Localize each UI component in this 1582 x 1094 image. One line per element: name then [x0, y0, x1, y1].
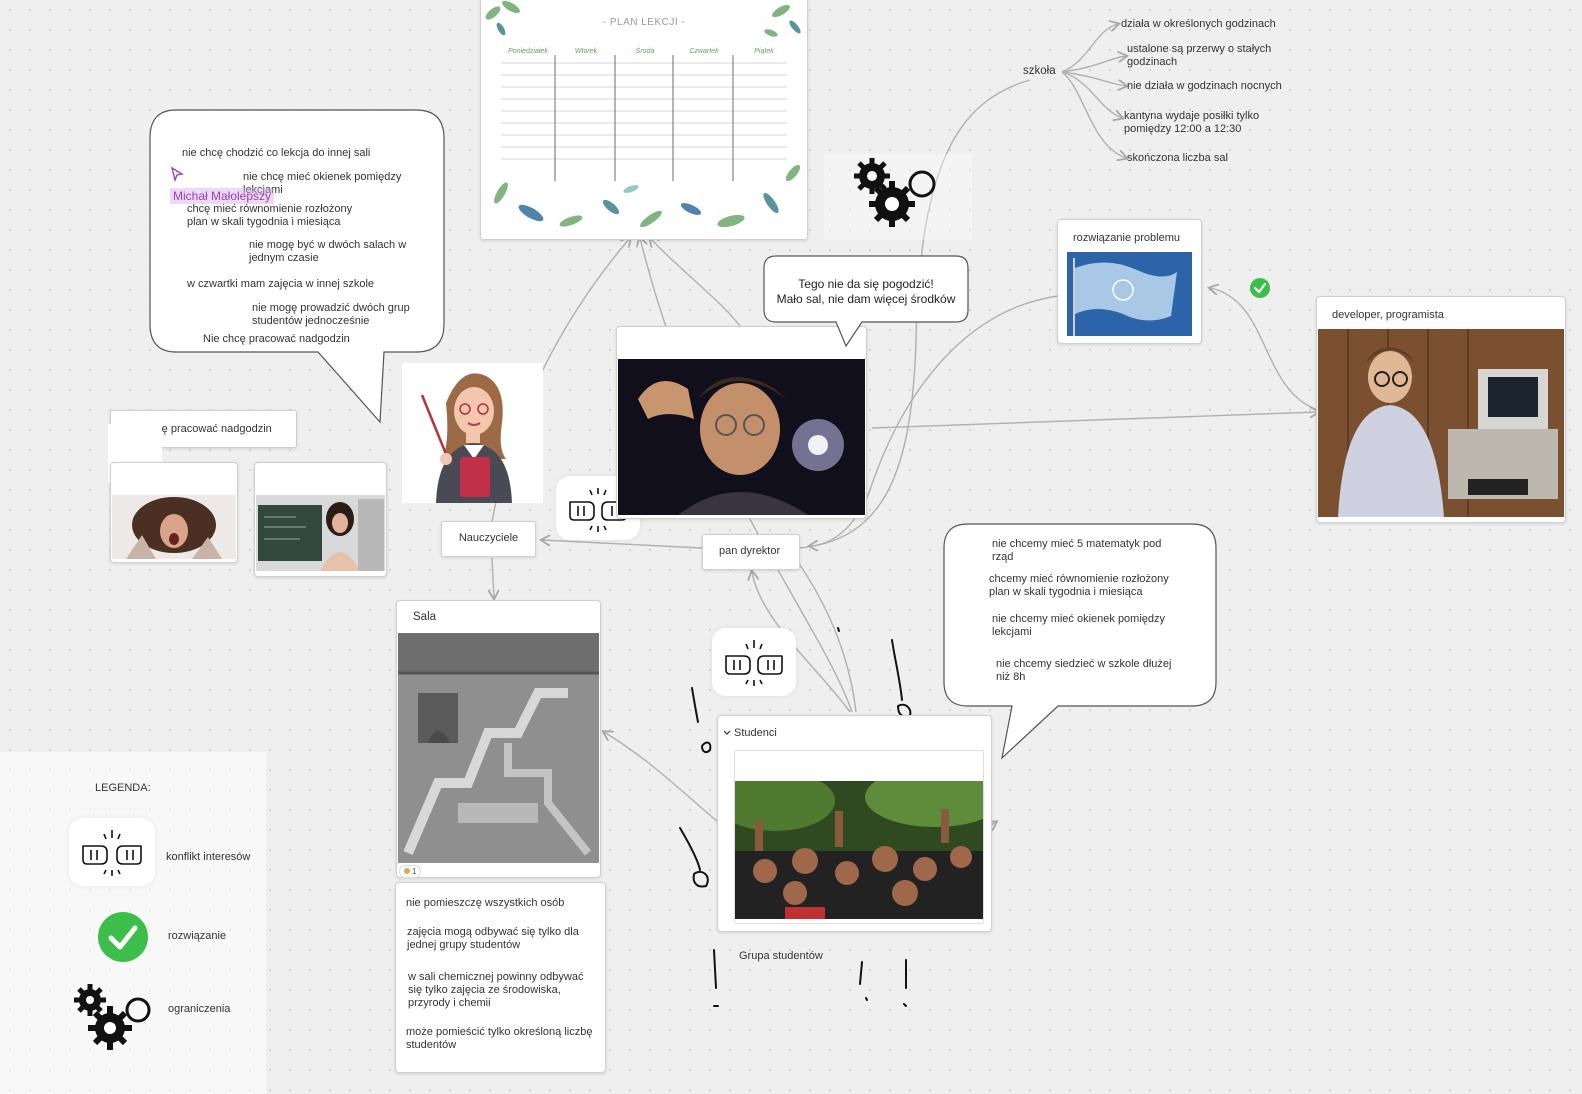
timetable-day-wednesday: Środa	[635, 48, 655, 55]
gears-icon	[824, 154, 972, 240]
teacher-cartoon	[420, 373, 512, 503]
director-speech-text: Tego nie da się pogodzić! Mało sal, nie …	[776, 277, 956, 306]
room-card[interactable]: Sala 1	[396, 600, 601, 878]
leaf-decoration	[485, 0, 801, 228]
collaborator-label: Michał Małolepszy	[170, 188, 275, 204]
teacher-photo-card[interactable]	[254, 462, 387, 577]
teacher-need-4: nie mogę być w dwóch salach w jednym cza…	[249, 239, 407, 264]
students-need-2: chcemy mieć równomienie rozłożony plan w…	[989, 573, 1169, 598]
director-photo	[618, 359, 865, 515]
school-rule-4: kantyna wydaje posiłki tylko pomiędzy 12…	[1124, 110, 1260, 135]
teacher-need-5: w czwartki mam zajęcia w innej szkole	[187, 278, 375, 290]
protest-photo	[735, 781, 983, 919]
students-inner-card[interactable]	[734, 750, 984, 924]
gears-icon	[44, 980, 156, 1058]
school-rule-1: działa w określonych godzinach	[1121, 18, 1276, 30]
room-card-title: Sala	[413, 611, 437, 623]
timetable-day-tuesday: Wtorek	[574, 48, 598, 55]
director-speech-bubble[interactable]	[762, 254, 972, 350]
teacher-need-1: nie chcę chodzić co lekcja do innej sali	[182, 147, 371, 159]
director-node-label: pan dyrektor	[719, 545, 781, 557]
classroom-photo	[256, 495, 385, 571]
cursor-icon	[170, 166, 184, 182]
timetable-card[interactable]: - PLAN LEKCJI - Poniedziałek Wtorek Środ…	[480, 0, 808, 240]
developer-card[interactable]: developer, programista	[1316, 296, 1566, 523]
students-frame[interactable]: Studenci	[717, 715, 992, 932]
check-icon	[1250, 278, 1270, 298]
legend-solution-label: rozwiązanie	[168, 930, 227, 942]
teacher-need-3: chcę mieć równomienie rozłożony plan w s…	[187, 203, 353, 228]
director-image-card[interactable]	[616, 326, 867, 519]
room-note-4: może pomieścić tylko określoną liczbę st…	[406, 1026, 593, 1051]
fist-bump-icon	[69, 818, 155, 886]
students-need-4: nie chcemy siedzieć w szkole dłużej niż …	[996, 658, 1172, 683]
timetable-day-thursday: Czwartek	[689, 48, 719, 55]
school-node[interactable]: szkoła	[1023, 65, 1056, 77]
solution-card-title: rozwiązanie problemu	[1073, 232, 1180, 244]
student-group-label: Grupa studentów	[739, 950, 823, 962]
un-flag-photo	[1067, 252, 1192, 336]
timetable-day-friday: Piątek	[754, 48, 774, 55]
students-frame-title: Studenci	[734, 727, 777, 739]
teachers-node-label: Nauczyciele	[458, 532, 519, 544]
check-icon	[98, 912, 148, 962]
reaction-count: 1	[412, 867, 417, 876]
teacher-illustration[interactable]	[402, 363, 543, 503]
angry-woman-image-card[interactable]	[110, 462, 238, 563]
room-note-2: zajęcia mogą odbywać się tylko dla jedne…	[407, 926, 579, 951]
room-note-3: w sali chemicznej powinny odbywać się ty…	[408, 971, 584, 1009]
teachers-node[interactable]: Nauczyciele	[441, 521, 536, 557]
fist-bump-icon	[712, 628, 796, 696]
timetable-title: - PLAN LEKCJI -	[602, 17, 686, 28]
teacher-speech-bubble[interactable]	[148, 108, 448, 428]
developer-photo	[1318, 329, 1564, 517]
legend-constraints-label: ograniczenia	[168, 1003, 231, 1015]
timetable-day-monday: Poniedziałek	[508, 48, 548, 55]
school-rule-5: skończona liczba sal	[1127, 152, 1228, 164]
school-rule-3: nie działa w godzinach nocnych	[1127, 80, 1282, 92]
reaction-badge[interactable]: 1	[399, 865, 422, 878]
room-note-1: nie pomieszczę wszystkich osób	[406, 897, 565, 909]
legend-conflict-label: konflikt interesów	[166, 851, 251, 863]
room-notes-card[interactable]: nie pomieszczę wszystkich osób zajęcia m…	[395, 882, 606, 1073]
chevron-down-icon[interactable]	[723, 730, 731, 736]
students-need-1: nie chcemy mieć 5 matematyk pod rząd	[992, 538, 1162, 563]
teacher-need-2: nie chcę mieć okienek pomiędzy lekcjami	[243, 171, 402, 196]
students-need-3: nie chcemy mieć okienek pomiędzy lekcjam…	[992, 613, 1166, 638]
legend-title: LEGENDA:	[95, 782, 151, 794]
escher-stairs-photo	[398, 633, 599, 863]
developer-card-title: developer, programista	[1332, 309, 1444, 321]
teacher-need-7: Nie chcę pracować nadgodzin	[203, 333, 350, 345]
students-speech-bubble[interactable]	[942, 522, 1220, 762]
angry-woman-photo	[112, 495, 236, 559]
director-node[interactable]: pan dyrektor	[702, 534, 800, 570]
school-rule-2: ustalone są przerwy o stałych godzinach	[1127, 43, 1272, 68]
solution-card[interactable]: rozwiązanie problemu	[1057, 219, 1202, 344]
teacher-need-6: nie mogę prowadzić dwóch grup studentów …	[252, 302, 410, 327]
reaction-emoji-icon	[404, 868, 410, 874]
